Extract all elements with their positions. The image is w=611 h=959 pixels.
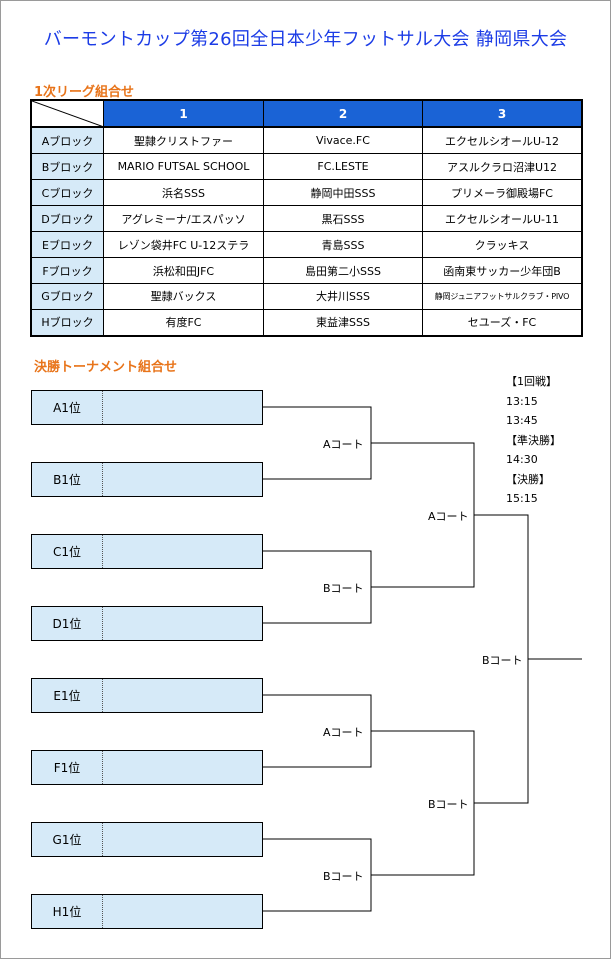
tournament-slot: F1位 bbox=[31, 750, 263, 785]
tournament-slot: G1位 bbox=[31, 822, 263, 857]
tournament-slot: H1位 bbox=[31, 894, 263, 929]
court-label: Bコート bbox=[323, 582, 364, 595]
team-cell: 東益津SSS bbox=[263, 308, 423, 337]
tournament-slot: A1位 bbox=[31, 390, 263, 425]
league-row: Gブロック 聖隷バックス 大井川SSS 静岡ジュニアフットサルクラブ・PIVO bbox=[31, 282, 582, 310]
court-label: Aコート bbox=[323, 438, 364, 451]
league-row: Cブロック 浜名SSS 静岡中田SSS プリメーラ御殿場FC bbox=[31, 179, 582, 207]
team-cell: プリメーラ御殿場FC bbox=[422, 179, 582, 207]
tournament-section-label: 決勝トーナメント組合せ bbox=[34, 360, 178, 375]
team-cell: 浜松和田JFC bbox=[103, 257, 264, 284]
schedule-line: 【決勝】 bbox=[506, 472, 550, 486]
corner-diagonal bbox=[32, 101, 101, 126]
schedule-line: 13:45 bbox=[506, 414, 538, 427]
team-cell: 浜名SSS bbox=[103, 179, 264, 207]
league-row: Fブロック 浜松和田JFC 島田第二小SSS 函南東サッカー少年団B bbox=[31, 257, 582, 284]
seed-label: E1位 bbox=[32, 679, 103, 712]
team-cell: セユーズ・FC bbox=[422, 308, 582, 337]
block-label: Fブロック bbox=[31, 257, 104, 284]
team-cell: エクセルシオールU-12 bbox=[422, 126, 582, 155]
team-cell: 聖隷バックス bbox=[103, 282, 264, 310]
team-cell: 有度FC bbox=[103, 308, 264, 337]
block-label: Aブロック bbox=[31, 126, 104, 155]
court-label: Bコート bbox=[428, 798, 469, 811]
league-column-header: 3 bbox=[422, 100, 582, 128]
block-label: Gブロック bbox=[31, 282, 104, 310]
league-table: 1 2 3 Aブロック 聖隷クリストファー Vivace.FC エクセルシオール… bbox=[30, 99, 583, 337]
team-cell: 聖隷クリストファー bbox=[103, 126, 264, 155]
schedule: 【1回戦】 13:15 13:45 【準決勝】 14:30 【決勝】 15:15 bbox=[506, 372, 561, 509]
team-cell: MARIO FUTSAL SCHOOL bbox=[103, 153, 264, 181]
court-label: Bコート bbox=[482, 654, 523, 667]
seed-label: B1位 bbox=[32, 463, 103, 496]
schedule-line: 【1回戦】 bbox=[506, 375, 557, 388]
schedule-line: 15:15 bbox=[506, 492, 538, 505]
league-section-label: 1次リーグ組合せ bbox=[34, 85, 135, 100]
team-cell: 静岡ジュニアフットサルクラブ・PIVO bbox=[422, 282, 582, 310]
schedule-line: 14:30 bbox=[506, 453, 538, 466]
league-corner-cell bbox=[31, 100, 104, 128]
team-cell: エクセルシオールU-11 bbox=[422, 205, 582, 233]
tournament-slot: D1位 bbox=[31, 606, 263, 641]
block-label: Cブロック bbox=[31, 179, 104, 207]
tournament-slot: B1位 bbox=[31, 462, 263, 497]
court-label: Aコート bbox=[428, 510, 469, 523]
seed-label: D1位 bbox=[32, 607, 103, 640]
block-label: Eブロック bbox=[31, 231, 104, 259]
court-label: Aコート bbox=[323, 726, 364, 739]
league-row: Hブロック 有度FC 東益津SSS セユーズ・FC bbox=[31, 308, 582, 337]
tournament-slot: C1位 bbox=[31, 534, 263, 569]
schedule-line: 【準決勝】 bbox=[506, 433, 561, 447]
league-column-header: 1 bbox=[103, 100, 264, 128]
team-cell: アグレミーナ/エスパッソ bbox=[103, 205, 264, 233]
seed-label: H1位 bbox=[32, 895, 103, 928]
team-cell: 大井川SSS bbox=[263, 282, 423, 310]
seed-label: G1位 bbox=[32, 823, 103, 856]
block-label: Bブロック bbox=[31, 153, 104, 181]
schedule-line: 13:15 bbox=[506, 394, 538, 408]
block-label: Hブロック bbox=[31, 308, 104, 337]
seed-label: A1位 bbox=[32, 391, 103, 424]
court-label: Bコート bbox=[323, 870, 364, 883]
seed-label: C1位 bbox=[32, 535, 103, 568]
seed-label: F1位 bbox=[32, 751, 103, 784]
league-row: Eブロック レゾン袋井FC U-12ステラ 青島SSS クラッキス bbox=[31, 231, 582, 259]
page-title: バーモントカップ第26回全日本少年フットサル大会 静岡県大会 bbox=[43, 29, 568, 50]
tournament-slot: E1位 bbox=[31, 678, 263, 713]
team-cell: FC.LESTE bbox=[263, 153, 423, 181]
league-header-row: 1 2 3 bbox=[31, 100, 582, 128]
